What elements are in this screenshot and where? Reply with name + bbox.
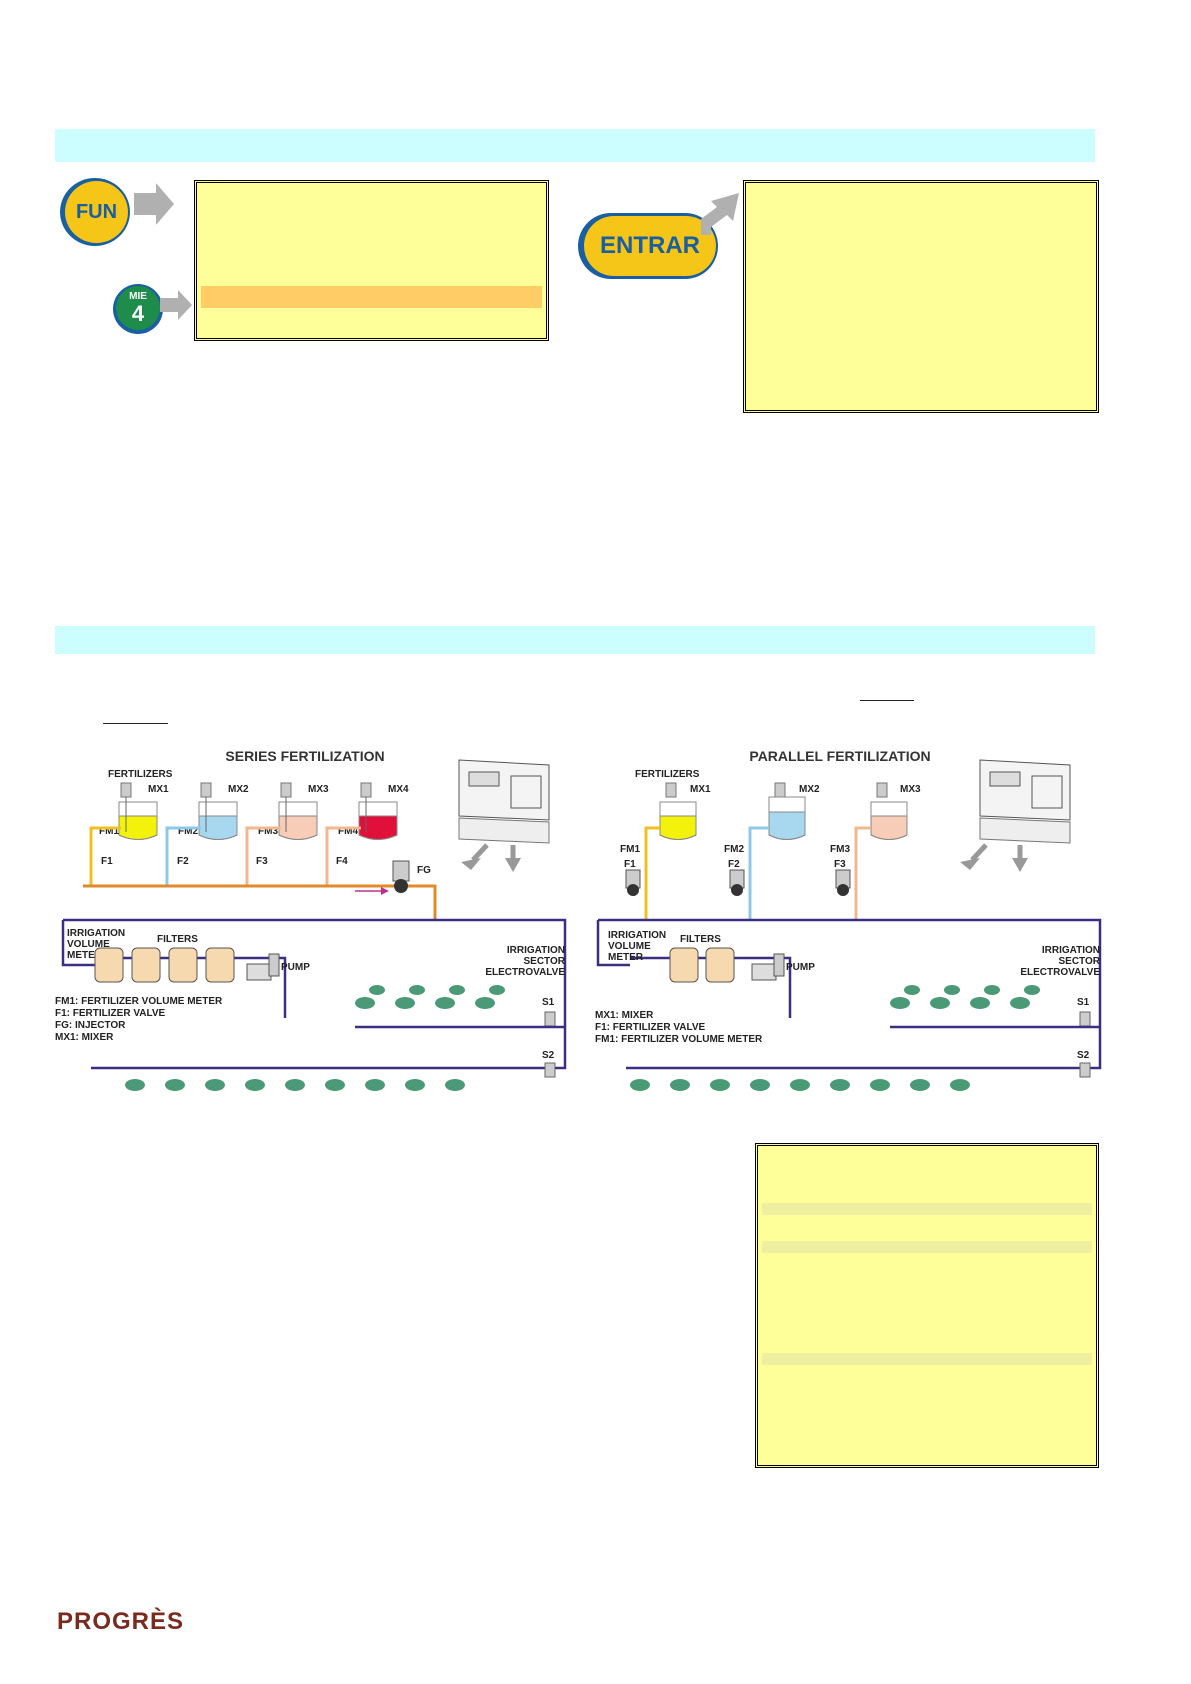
parallel-fertilization-diagram: PARALLEL FERTILIZATION FERTILIZERS MX1 M… (595, 748, 1102, 1091)
pump-label: PUMP (786, 962, 815, 973)
meter-label: FM4 (338, 826, 358, 837)
valve-label: F3 (834, 859, 846, 870)
tank-2 (768, 782, 806, 840)
lcd-row-shade (762, 1241, 1092, 1253)
filters-label: FILTERS (157, 934, 198, 945)
s2-label: S2 (542, 1050, 555, 1061)
legend-line: FG: INJECTOR (55, 1020, 126, 1031)
irrigation-volume-meter-label: VOLUME (67, 939, 110, 950)
irrigation-volume-meter-label: IRRIGATION (67, 928, 125, 939)
entrar-key-label: ENTRAR (600, 232, 700, 259)
plants-row (355, 985, 505, 1009)
s2-label: S2 (1077, 1050, 1090, 1061)
underline-mark (860, 700, 914, 701)
meter-label: FM3 (830, 844, 850, 855)
controller-device (458, 759, 550, 844)
section-header-band-1 (55, 129, 1095, 162)
sector-label: ELECTROVALVE (1020, 967, 1100, 978)
fun-key-label: FUN (75, 200, 118, 223)
mie-4-key[interactable]: MIE 4 (113, 284, 163, 334)
meter-label: FM1 (620, 844, 640, 855)
pump-label: PUMP (281, 962, 310, 973)
lcd-screen-3 (755, 1143, 1099, 1468)
injector (392, 860, 410, 893)
fun-key[interactable]: FUN (60, 178, 135, 246)
s1-label: S1 (542, 997, 555, 1008)
arrow-right-icon (160, 290, 192, 320)
sector-label: IRRIGATION (1042, 945, 1100, 956)
valve-label: F2 (177, 856, 189, 867)
valve-label: F1 (101, 856, 113, 867)
valve-label: F1 (624, 859, 636, 870)
arrow-up-right-icon (701, 193, 739, 235)
lcd-row-shade (762, 1353, 1092, 1365)
mixer-label: MX1 (148, 784, 169, 795)
irrigation-volume-meter-label: METER (608, 952, 644, 963)
section-header-band-2 (55, 626, 1095, 654)
lcd-highlight-row (201, 286, 542, 308)
progres-logo: PROGRÈS (57, 1608, 184, 1636)
mixer-label: MX3 (900, 784, 921, 795)
legend-line: FM1: FERTILIZER VOLUME METER (55, 996, 223, 1007)
series-fertilization-diagram: SERIES FERTILIZATION FERTILIZERS MX1 MX2… (55, 748, 567, 1091)
tank-2 (198, 782, 238, 840)
plants-row (890, 985, 1040, 1009)
filters-label: FILTERS (680, 934, 721, 945)
valve-label: F3 (256, 856, 268, 867)
sector-label: SECTOR (524, 956, 566, 967)
legend-line: F1: FERTILIZER VALVE (55, 1008, 166, 1019)
entrar-key[interactable]: ENTRAR (578, 213, 718, 279)
irrigation-volume-meter-label: VOLUME (608, 941, 651, 952)
pump (751, 953, 785, 981)
injector-label: FG (417, 865, 431, 876)
legend-line: MX1: MIXER (595, 1010, 654, 1021)
mixer-label: MX2 (799, 784, 820, 795)
irrigation-volume-meter-label: METER (67, 950, 103, 961)
lcd-row-shade (762, 1203, 1092, 1215)
meter-label: FM2 (178, 826, 198, 837)
arrow-right-icon (134, 183, 174, 225)
tank-1 (118, 782, 158, 840)
tank-1 (659, 782, 697, 840)
injectors (625, 869, 851, 896)
underline-mark (103, 723, 168, 724)
tank-4 (358, 782, 398, 840)
controller-device (979, 759, 1071, 844)
lcd-screen-2 (743, 180, 1099, 413)
series-title: SERIES FERTILIZATION (225, 748, 384, 764)
sector-label: ELECTROVALVE (485, 967, 565, 978)
sector-label: IRRIGATION (507, 945, 565, 956)
mixer-label: MX1 (690, 784, 711, 795)
tank-3 (278, 782, 318, 840)
mie-key-top: MIE (129, 291, 147, 302)
fertilizers-label: FERTILIZERS (635, 769, 700, 780)
filter-tanks (94, 947, 235, 983)
fertilizers-label: FERTILIZERS (108, 769, 173, 780)
legend-line: MX1: MIXER (55, 1032, 114, 1043)
mixer-label: MX3 (308, 784, 329, 795)
legend-line: F1: FERTILIZER VALVE (595, 1022, 706, 1033)
irrigation-volume-meter-label: IRRIGATION (608, 930, 666, 941)
legend-line: FM1: FERTILIZER VOLUME METER (595, 1034, 763, 1045)
meter-label: FM1 (99, 826, 119, 837)
meter-label: FM3 (258, 826, 278, 837)
valve-label: F4 (336, 856, 348, 867)
parallel-title: PARALLEL FERTILIZATION (749, 748, 930, 764)
s1-label: S1 (1077, 997, 1090, 1008)
filter-tanks (669, 947, 735, 983)
logo-text: PROGRÈS (57, 1608, 185, 1635)
tank-3 (870, 782, 908, 840)
meter-label: FM2 (724, 844, 744, 855)
pump (246, 953, 280, 981)
sector-label: SECTOR (1059, 956, 1101, 967)
mie-key-number: 4 (131, 301, 145, 326)
lcd-screen-1 (194, 180, 549, 341)
mixer-label: MX4 (388, 784, 409, 795)
bottom-plants-row (630, 1079, 970, 1091)
valve-label: F2 (728, 859, 740, 870)
mixer-label: MX2 (228, 784, 249, 795)
bottom-plants-row (125, 1079, 465, 1091)
